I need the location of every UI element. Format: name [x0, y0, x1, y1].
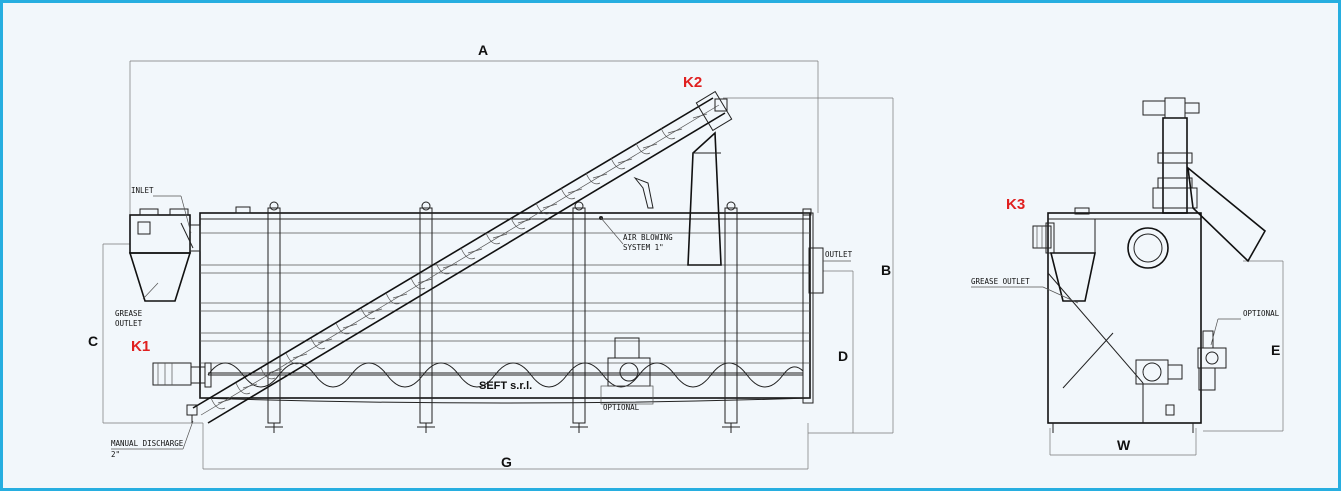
side-port	[1127, 227, 1169, 269]
dimension-lines	[102, 60, 894, 470]
k3-motor	[1032, 225, 1052, 249]
label-grease-outlet-side: GREASE OUTLET	[971, 277, 1030, 286]
key-k3: K3	[1006, 196, 1025, 213]
outlet-chute	[633, 131, 722, 266]
label-grease-outlet-1: GREASE	[115, 309, 143, 318]
side-column	[1142, 97, 1267, 263]
side-dimension-lines	[1049, 260, 1284, 456]
inlet-box	[128, 208, 201, 302]
dimension-b: B	[881, 262, 891, 278]
dimension-w: W	[1117, 437, 1131, 453]
dimension-e: E	[1271, 342, 1280, 358]
side-tank	[1045, 207, 1202, 433]
label-manual-discharge-2: 2"	[111, 450, 120, 459]
brand-label: SEFT s.r.l.	[479, 380, 532, 392]
label-inlet: INLET	[131, 186, 154, 195]
label-manual-discharge-1: MANUAL DISCHARGE	[111, 439, 184, 448]
technical-drawing: A B C D G K1 K2 INLET GREASE OUTLET MANU…	[88, 42, 1284, 470]
side-leader-lines	[971, 286, 1241, 346]
dimension-g: G	[501, 454, 512, 470]
front-view: A B C D G K1 K2 INLET GREASE OUTLET MANU…	[88, 42, 894, 470]
dimension-a: A	[478, 42, 488, 58]
label-outlet: OUTLET	[825, 250, 853, 259]
label-optional-side: OPTIONAL	[1243, 309, 1280, 318]
label-grease-outlet-2: OUTLET	[115, 319, 143, 328]
side-view: W E K3 GREASE OUTLET OPTIONAL	[971, 97, 1284, 456]
dimension-c: C	[88, 333, 98, 349]
leader-lines	[111, 195, 851, 450]
key-k1: K1	[131, 338, 150, 355]
horizontal-screw	[207, 362, 804, 388]
label-air-blowing-2: SYSTEM 1"	[623, 243, 664, 252]
label-air-blowing-1: AIR BLOWING	[623, 233, 673, 242]
front-small-parts	[186, 216, 654, 423]
side-bottom-parts	[1135, 330, 1227, 416]
label-optional-front: OPTIONAL	[603, 403, 640, 412]
key-k2: K2	[683, 74, 702, 91]
k1-motor	[152, 362, 212, 388]
dimension-d: D	[838, 348, 848, 364]
inclined-screw	[192, 90, 733, 424]
tank-legs	[235, 201, 812, 433]
